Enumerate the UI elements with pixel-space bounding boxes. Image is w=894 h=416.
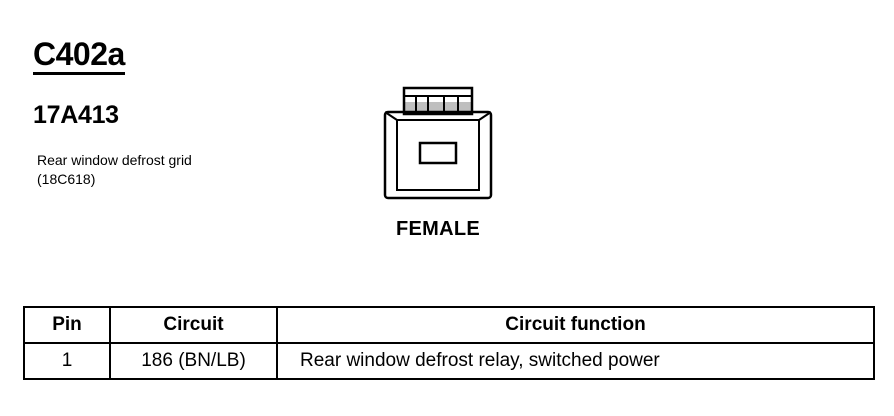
pin-number: 1 [23, 342, 111, 380]
female-connector-icon [383, 86, 493, 200]
connector-view-label: FEMALE [396, 218, 481, 240]
pinout-table: Pin Circuit Circuit function 1 186 (BN/L… [23, 306, 875, 380]
header-pin: Pin [23, 306, 111, 344]
table-header-row: Pin Circuit Circuit function [23, 306, 875, 344]
part-number: 17A413 [33, 101, 119, 129]
circuit-code: 186 (BN/LB) [109, 342, 278, 380]
connector-id: C402a [33, 36, 125, 75]
header-circuit: Circuit [109, 306, 278, 344]
circuit-function: Rear window defrost relay, switched powe… [276, 342, 875, 380]
table-row: 1 186 (BN/LB) Rear window defrost relay,… [23, 342, 875, 380]
connector-description: Rear window defrost grid (18C618) [37, 152, 192, 187]
header-circuit-function: Circuit function [276, 306, 875, 344]
